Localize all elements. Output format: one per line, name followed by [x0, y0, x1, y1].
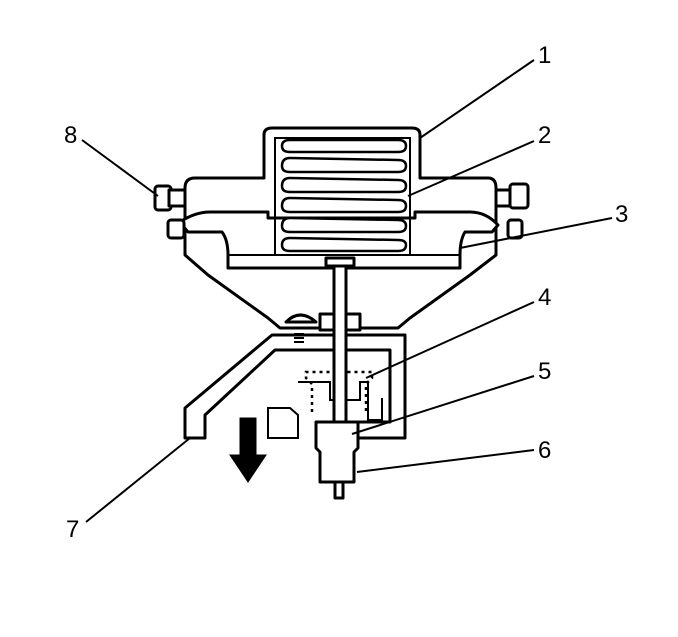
callout-3: 3: [615, 201, 628, 228]
rod-collar: [324, 256, 356, 268]
callout-2: 2: [538, 122, 551, 149]
spring: [280, 138, 408, 253]
callout-7: 7: [66, 516, 79, 543]
callout-1: 1: [538, 42, 551, 69]
valve-body: [314, 420, 360, 484]
leader-7: [85, 437, 191, 523]
right-vacuum-fitting: [494, 182, 530, 210]
actuator-rod: [332, 260, 348, 429]
mounting-bracket: [183, 333, 407, 440]
callout-5: 5: [538, 358, 551, 385]
leader-8: [81, 139, 159, 197]
leader-6: [356, 449, 535, 473]
callout-4: 4: [538, 284, 551, 311]
direction-arrow: [229, 417, 267, 483]
valve-tip: [333, 480, 345, 500]
dotted-outline: [304, 370, 374, 412]
leader-2: [407, 140, 535, 197]
left-lower-fitting: [166, 218, 186, 240]
left-vacuum-fitting: [153, 184, 187, 212]
spring-cavity: [274, 137, 411, 256]
bracket-inner-step: [298, 381, 383, 421]
right-nut: [344, 312, 362, 332]
leader-4: [365, 301, 535, 379]
mounting-screw: [284, 313, 318, 343]
callout-6: 6: [538, 437, 551, 464]
leader-3: [459, 217, 613, 249]
callout-8: 8: [64, 122, 77, 149]
leader-5: [351, 375, 535, 435]
left-nut: [318, 312, 336, 332]
bracket-inner-slot: [267, 407, 299, 439]
leader-1: [419, 59, 535, 139]
